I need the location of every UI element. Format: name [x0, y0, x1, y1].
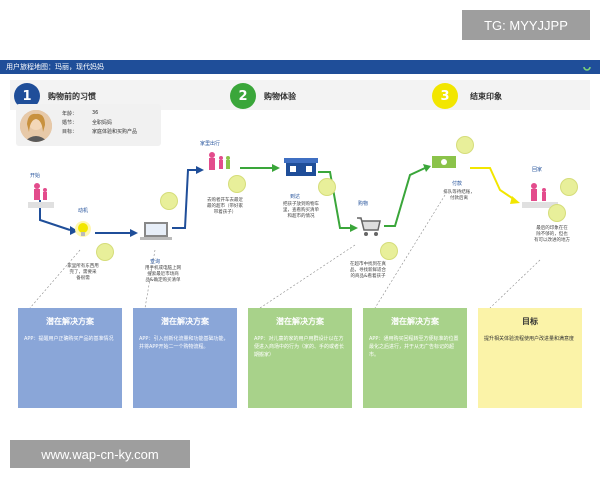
smiley-icon [318, 178, 336, 196]
smiley-icon [96, 243, 114, 261]
family-home-icon [522, 183, 558, 208]
flow-arrow-5 [318, 171, 350, 229]
node-motive-note: 家里所有东西用完了，需要采备很需 [67, 264, 99, 281]
solution-body: APP：提醒用户正确购买产品的基准情况 [24, 336, 114, 342]
smiley-icon [160, 192, 178, 210]
solution-card: 潜在解决方案 APP：引入创新化流量和功能基础功能，并将APP开始二一个购物流程… [133, 308, 237, 408]
lightbulb-icon [75, 221, 91, 237]
node-shopping-label: 购物 [358, 201, 369, 207]
laptop-icon [140, 222, 172, 240]
goal-body: 提升相关体验流程使用户改进量和满意度 [484, 336, 575, 342]
watermark-bottom: www.wap-cn-ky.com [10, 440, 190, 468]
solution-card: 潜在解决方案 APP：提醒用户正确购买产品的基准情况 [18, 308, 122, 408]
node-checkout-note: 排队等待结账，付款后离 [443, 190, 475, 201]
flow-arrow-7 [470, 167, 516, 201]
solution-title: 潜在解决方案 [391, 317, 439, 326]
solution-body: APP：引入创新化流量和功能基础功能，并将APP开始二一个购物流程。 [139, 336, 229, 350]
node-return-home-note: 最后的印象在在除不够的，但也有可以改进的地方 [534, 226, 570, 243]
flow-arrow-6 [384, 167, 426, 227]
node-motive-label: 动机 [78, 208, 89, 214]
stage-1-label: 购物前的习惯 [48, 92, 96, 101]
stage-3-label: 结束印象 [470, 92, 502, 101]
mother-child-icon [28, 183, 54, 208]
node-query-note: 用手机或电脑上网搜索最近市场商品&确定购买清单 [145, 266, 181, 283]
flow-arrowhead-4 [272, 164, 280, 172]
smiley-icon [548, 204, 566, 222]
flow-arrowhead-2 [130, 229, 138, 237]
node-start-label: 开始 [30, 173, 41, 179]
watermark-top: TG: MYYJJPP [462, 10, 590, 40]
node-checkout-label: 付款 [452, 181, 463, 187]
logo-icon [583, 66, 591, 71]
page-title: 用户旅程地图：玛丽，现代妈妈 [0, 60, 600, 74]
smiley-icon [560, 178, 578, 196]
money-icon [432, 156, 456, 168]
solution-body: APP：对儿童的家的用户用群设计以在方便进入商场中的行为（家的、手的或者长期搬家… [254, 336, 345, 358]
flow-arrowhead-6 [423, 164, 431, 172]
persona-age-label: 年龄： [62, 111, 78, 117]
node-query-label: 查询 [150, 259, 161, 265]
persona-age-value: 36 [92, 110, 99, 116]
shopping-cart-icon [357, 217, 381, 236]
solution-body: APP：通用购买回程转至方便标准的位置最化之后进行，并于从无广告标记的超市。 [369, 336, 459, 358]
node-return-home-label: 回家 [532, 167, 543, 173]
family-icon [209, 152, 230, 170]
flow-arrowhead-5 [350, 224, 358, 232]
flow-arrowhead-7 [510, 196, 520, 204]
stage-3-circle: 3 [432, 83, 458, 109]
store-icon [284, 158, 318, 176]
node-home-travel-note: 去购者开车去最近最的超市（带好家带着孩子） [207, 198, 243, 215]
solution-title: 潜在解决方案 [161, 317, 209, 326]
node-arrive-note: 把孩子放到购物车里，查看购买清单和超市的情况 [283, 202, 319, 219]
persona-goal-label: 目标： [62, 129, 78, 135]
solution-card: 潜在解决方案 APP：通用购买回程转至方便标准的位置最化之后进行，并于从无广告标… [363, 308, 467, 408]
node-shopping-note: 在超市中找到在真品，寻找新鲜适合的商品&看着孩子 [350, 262, 386, 279]
solution-title: 潜在解决方案 [46, 317, 94, 326]
smiley-icon [380, 242, 398, 260]
persona-status-label: 婚节： [62, 120, 78, 126]
flow-arrowhead-1 [70, 226, 78, 235]
avatar [20, 110, 52, 142]
node-arrive-label: 到达 [290, 194, 301, 200]
persona-goal-value: 家庭体验和买购产品 [92, 129, 138, 135]
flow-arrowhead-3 [196, 166, 204, 174]
smiley-icon [456, 136, 474, 154]
goal-title: 目标 [522, 317, 538, 326]
solution-title: 潜在解决方案 [276, 317, 324, 326]
smiley-icon [228, 175, 246, 193]
node-home-travel-label: 家里出行 [200, 141, 221, 147]
stage-2-circle: 2 [230, 83, 256, 109]
solution-card: 潜在解决方案 APP：对儿童的家的用户用群设计以在方便进入商场中的行为（家的、手… [248, 308, 352, 408]
goal-card: 目标 提升相关体验流程使用户改进量和满意度 [478, 308, 582, 408]
stage-2-label: 购物体验 [264, 92, 296, 101]
persona-status-value: 全职妈妈 [92, 120, 113, 126]
flow-arrow-3 [172, 169, 196, 229]
